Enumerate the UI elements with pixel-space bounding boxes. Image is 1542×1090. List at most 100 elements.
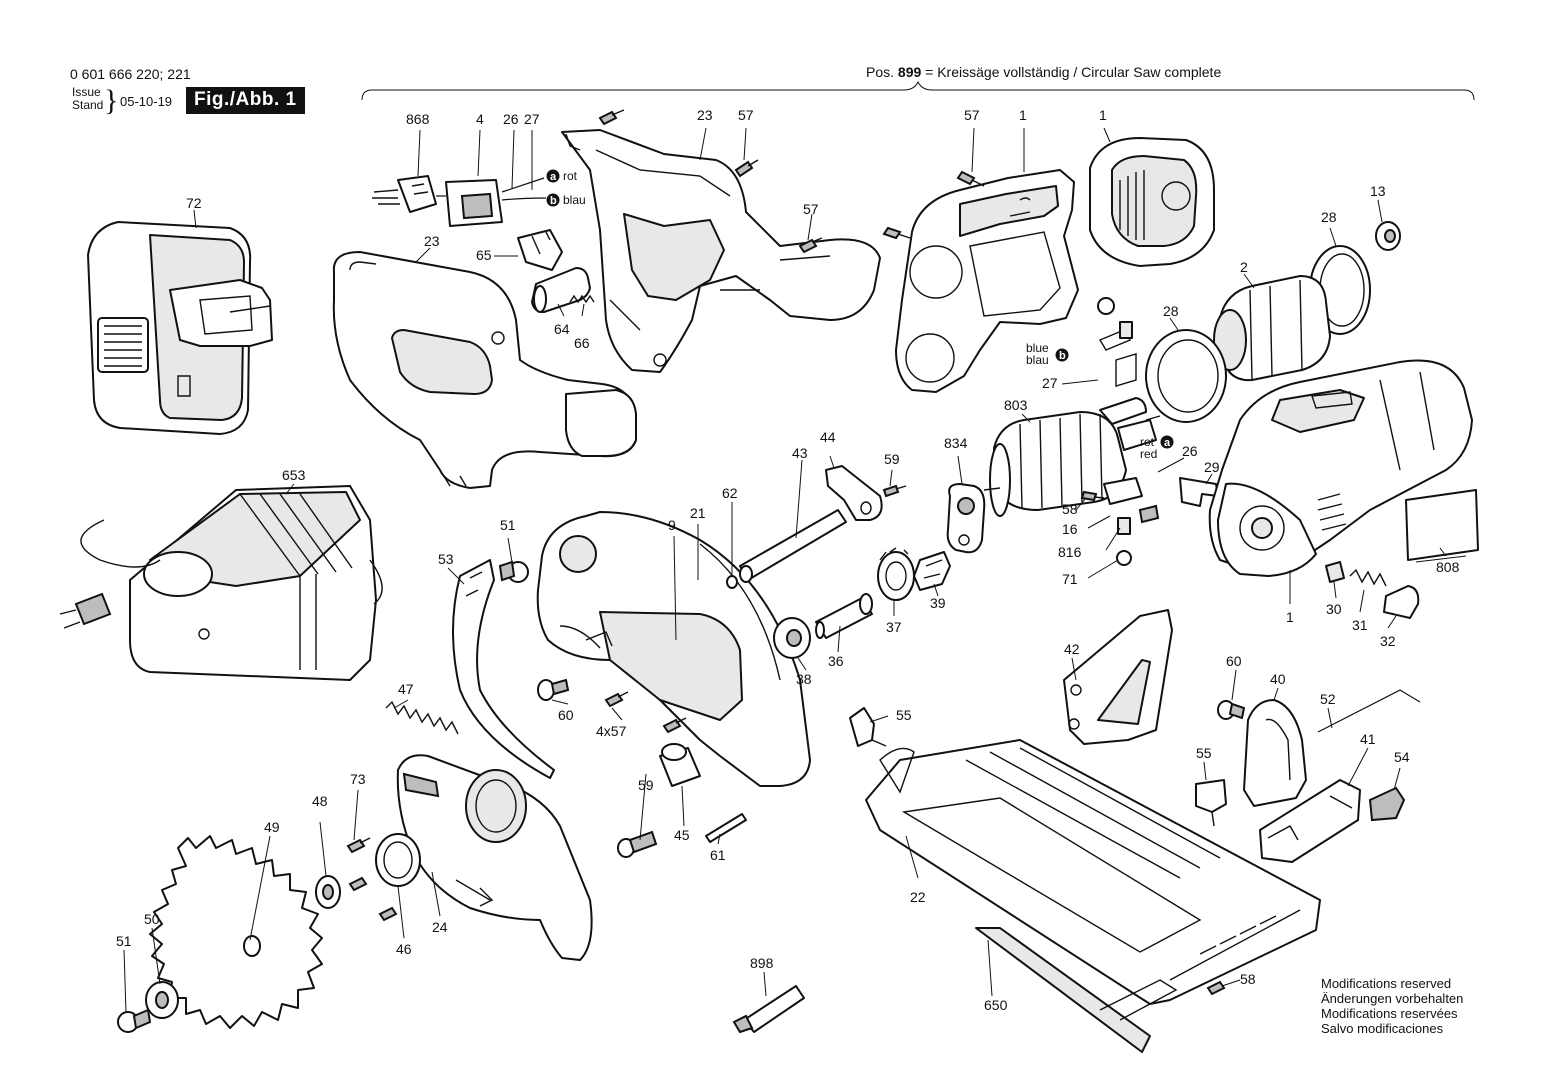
wing-knob-part (849, 707, 887, 747)
bearing-part (773, 617, 811, 659)
wire-marker-b-letter: b (550, 195, 557, 207)
callout-30: 30 (1326, 601, 1342, 617)
bearing-part (1375, 221, 1401, 251)
callout-55: 55 (896, 707, 912, 723)
callout-803: 803 (1004, 397, 1028, 413)
callout-834: 834 (944, 435, 968, 451)
clutch-part (913, 551, 951, 591)
callout-41: 41 (1360, 731, 1376, 747)
issue-label-en: Issue (72, 85, 101, 99)
lever-part (1383, 585, 1420, 619)
callout-65: 65 (476, 247, 492, 263)
spring-part (385, 700, 459, 735)
grease-tube-part (732, 985, 805, 1034)
charger-part (59, 485, 383, 681)
pin-part (705, 813, 747, 843)
footer-line-es: Salvo modificaciones (1321, 1021, 1444, 1036)
callout-16: 16 (1062, 521, 1078, 537)
callout-28: 28 (1321, 209, 1337, 225)
callout-labels: 868 4 26 27 23 57 57 57 1 1 13 28 2 72 2… (116, 107, 1460, 1013)
knob-part (1368, 786, 1406, 822)
spring-part (569, 294, 595, 304)
motor-cover-part (1089, 137, 1215, 267)
callout-58: 58 (1240, 971, 1256, 987)
lock-button-part (1325, 561, 1345, 583)
callout-50: 50 (144, 911, 160, 927)
callout-64: 64 (554, 321, 570, 337)
sleeve-part (531, 267, 591, 313)
callout-653: 653 (282, 467, 306, 483)
bolt-part (537, 678, 570, 701)
callout-39: 39 (930, 595, 946, 611)
callout-816: 816 (1058, 544, 1082, 560)
callout-59: 59 (884, 451, 900, 467)
callout-23: 23 (697, 107, 713, 123)
stator-part (1213, 275, 1331, 382)
screw-part (662, 717, 687, 734)
wing-knob-part (1195, 779, 1227, 827)
callout-13: 13 (1370, 183, 1386, 199)
callout-46: 46 (396, 941, 412, 957)
wire-marker-b-lower-letter: b (1059, 350, 1066, 362)
wire-label-blau-lower: blau (1026, 353, 1049, 367)
callout-71: 71 (1062, 571, 1078, 587)
callout-45: 45 (674, 827, 690, 843)
motor-housing-assembly-part (1208, 359, 1473, 577)
fence-bracket-part (1259, 779, 1361, 863)
footer-line-fr: Modifications reservées (1321, 1006, 1458, 1021)
bolt-part (1217, 700, 1246, 720)
callout-60: 60 (558, 707, 574, 723)
clip-part (1179, 477, 1219, 507)
lever-part (825, 465, 883, 521)
callout-27: 27 (1042, 375, 1058, 391)
callout-57: 57 (738, 107, 754, 123)
flange-part (315, 875, 341, 909)
callout-47: 47 (398, 681, 414, 697)
callout-21: 21 (690, 505, 706, 521)
wire-marker-a-lower-letter: a (1164, 437, 1171, 449)
callout-51: 51 (500, 517, 516, 533)
retaining-ring-part (1145, 329, 1227, 423)
callout-60: 60 (1226, 653, 1242, 669)
callout-32: 32 (1380, 633, 1396, 649)
motor-housing-part (895, 169, 1079, 393)
callout-2: 2 (1240, 259, 1248, 275)
callout-22: 22 (910, 889, 926, 905)
brush-part (1103, 477, 1160, 566)
callout-42: 42 (1064, 641, 1080, 657)
upper-frame-housing-part (561, 129, 881, 373)
footer-line-de: Änderungen vorbehalten (1321, 991, 1464, 1006)
brace-glyph: } (104, 84, 119, 117)
footer-line-en: Modifications reserved (1321, 976, 1452, 991)
washer-part (726, 575, 738, 589)
screw-part (378, 906, 398, 922)
saw-blade-part (149, 835, 323, 1029)
issue-label: Issue Stand (72, 86, 103, 112)
callout-49: 49 (264, 819, 280, 835)
callout-66: 66 (574, 335, 590, 351)
flange-part (145, 981, 179, 1019)
bolt-part (617, 830, 658, 858)
callout-898: 898 (750, 955, 774, 971)
screw-part (346, 837, 371, 854)
callout-57: 57 (803, 201, 819, 217)
assembly-bracket (361, 80, 1475, 101)
lower-blade-guard-part (396, 754, 593, 961)
callout-73: 73 (350, 771, 366, 787)
bolt-part (498, 560, 529, 583)
callout-868: 868 (406, 111, 430, 127)
screw-part (348, 876, 368, 892)
label-plate-part (1405, 489, 1479, 561)
wire-marker-a-letter: a (550, 171, 557, 183)
callout-9: 9 (668, 517, 676, 533)
modifications-note: Modifications reserved Änderungen vorbeh… (1321, 976, 1463, 1036)
issue-date: 05-10-19 (120, 94, 173, 109)
sleeve-part (659, 743, 701, 787)
callout-40: 40 (1270, 671, 1286, 687)
callout-650: 650 (984, 997, 1008, 1013)
wire-marker-b-lower: blue blau b (1026, 341, 1069, 367)
callout-26: 26 (1182, 443, 1198, 459)
gear-part (877, 547, 915, 601)
figure-badge: Fig./Abb. 1 (186, 87, 305, 114)
bearing-plate-part (946, 483, 986, 554)
